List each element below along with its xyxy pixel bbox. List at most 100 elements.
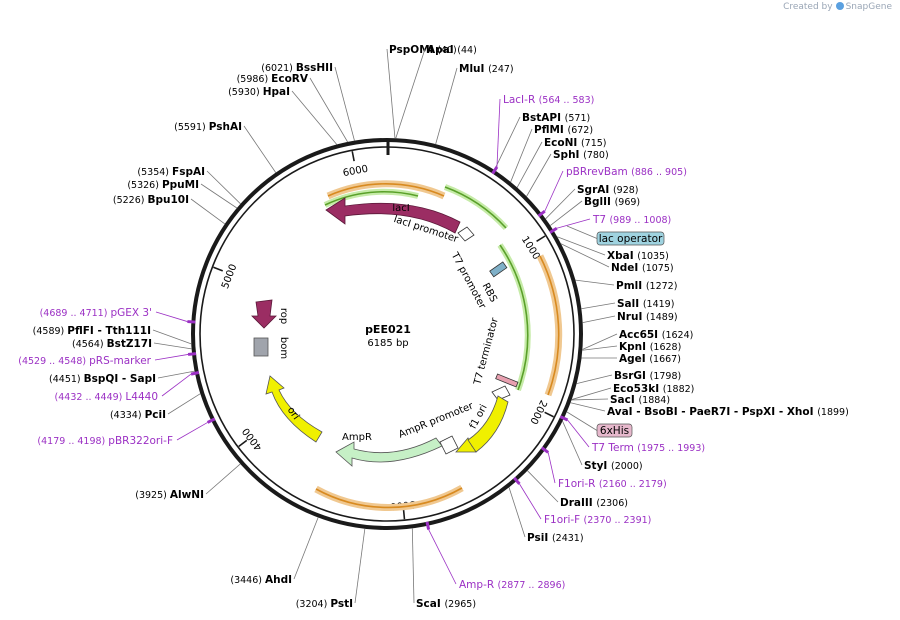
primer-range: (4179 .. 4198) (37, 436, 108, 447)
site-name: FspAI (172, 166, 205, 178)
site-position: (3925) (135, 490, 170, 501)
site-name: SacI (610, 394, 638, 406)
site-bpu10i[interactable]: (5226) Bpu10I (113, 194, 226, 225)
site-saci[interactable]: SacI (1884) (571, 394, 670, 406)
site-name: HpaI (263, 86, 290, 98)
site-nrui[interactable]: NruI (1489) (582, 311, 678, 323)
primer-range: (4432 .. 4449) (55, 392, 126, 403)
site-text: NdeI (1075) (611, 262, 674, 274)
site-alwni[interactable]: (3925) AlwNI (135, 463, 241, 501)
site-position: (3204) (296, 599, 331, 610)
site-hpai[interactable]: (5930) HpaI (228, 86, 338, 145)
primer-l4440[interactable]: (4432 .. 4449) L4440 (55, 371, 200, 403)
site-text: EcoNI (715) (544, 137, 607, 149)
green-arc-lacI-line (444, 186, 507, 229)
site-eco53ki[interactable]: Eco53kI (1882) (571, 383, 695, 400)
site-position: (247) (488, 64, 514, 75)
site-text: SacI (1884) (610, 394, 670, 406)
site-name: KpnI (619, 341, 650, 353)
site-pflfi-tth111i[interactable]: (4589) PflFI - Tth111I (33, 325, 192, 345)
badge-6xhis[interactable]: 6xHis (566, 411, 633, 438)
site-position: (5354) (137, 167, 172, 178)
primer-leader (428, 529, 457, 585)
primer-laci-r[interactable]: LacI-R (564 .. 583) (491, 94, 595, 175)
primer-pgex-3[interactable]: (4689 .. 4711) pGEX 3' (40, 307, 196, 324)
site-sgrai[interactable]: SgrAI (928) (545, 184, 639, 220)
ruler-tick-2000 (544, 411, 554, 418)
site-leader (157, 370, 195, 379)
primer-text: (4432 .. 4449) L4440 (55, 391, 158, 403)
site-xbai[interactable]: XbaI (1035) (557, 236, 669, 262)
site-name: PmlI (616, 280, 646, 292)
primer-bind-mark (540, 446, 550, 454)
site-sali[interactable]: SalI (1419) (581, 298, 674, 310)
site-pspomi[interactable]: PspOMI (40) (386, 44, 457, 139)
primer-name: T7 Term (591, 442, 637, 454)
feature-shapes (251, 197, 519, 467)
site-apai[interactable]: ApaI (44) (395, 44, 477, 139)
site-text: SalI (1419) (617, 298, 674, 310)
site-sphi[interactable]: SphI (780) (526, 149, 609, 197)
site-bspqi-sapi[interactable]: (4451) BspQI - SapI (49, 370, 195, 385)
site-mlui[interactable]: MluI (247) (435, 63, 514, 145)
site-econi[interactable]: EcoNI (715) (516, 137, 607, 188)
primer-range: (2370 .. 2391) (584, 515, 652, 526)
site-leader (435, 67, 458, 145)
site-psii[interactable]: PsiI (2431) (508, 487, 584, 544)
site-fspai[interactable]: (5354) FspAI (137, 166, 241, 205)
site-text: (6021) BssHII (261, 62, 333, 74)
primer-leader (544, 170, 564, 212)
site-bsshii[interactable]: (6021) BssHII (261, 62, 355, 141)
primer-leader (556, 218, 591, 229)
primer-pbr322ori-f[interactable]: (4179 .. 4198) pBR322ori-F (37, 417, 216, 447)
primer-amp-r[interactable]: Amp-R (2877 .. 2896) (425, 521, 565, 591)
site-avai-bsobi-paer7i-pspxi-xhoi[interactable]: AvaI - BsoBI - PaeR7I - PspXI - XhoI (18… (570, 402, 849, 418)
site-ppumi[interactable]: (5326) PpuMI (127, 179, 238, 209)
site-text: StyI (2000) (584, 460, 643, 472)
primer-t7[interactable]: T7 (989 .. 1008) (549, 214, 671, 234)
site-leader (562, 421, 583, 466)
site-styi[interactable]: StyI (2000) (562, 421, 643, 472)
site-bstapi[interactable]: BstAPI (571) (494, 112, 590, 171)
primer-pbrrevbam[interactable]: pBRrevBam (886 .. 905) (537, 166, 687, 218)
site-kpni[interactable]: KpnI (1628) (582, 341, 681, 353)
site-bstz17i[interactable]: (4564) BstZ17I (72, 338, 192, 350)
site-name: PsiI (527, 532, 552, 544)
site-pmli[interactable]: PmlI (1272) (575, 279, 678, 292)
site-name: Bpu10I (147, 194, 189, 206)
site-name: EcoNI (544, 137, 581, 149)
site-draiii[interactable]: DraIII (2306) (527, 470, 628, 509)
site-bglii[interactable]: BglII (969) (550, 196, 640, 226)
site-leader (575, 279, 615, 286)
t7-terminator-shape (495, 373, 519, 388)
site-agei[interactable]: AgeI (1667) (581, 353, 681, 365)
site-acc65i[interactable]: Acc65I (1624) (582, 329, 693, 350)
primer-t7-term[interactable]: T7 Term (1975 .. 1993) (559, 415, 705, 454)
site-position: (5930) (228, 87, 263, 98)
primer-bind-mark (425, 521, 431, 530)
site-psti[interactable]: (3204) PstI (296, 528, 366, 610)
primer-text: (4529 .. 4548) pRS-marker (18, 355, 151, 367)
primer-f1ori-f[interactable]: F1ori-F (2370 .. 2391) (513, 476, 652, 526)
site-text: (4451) BspQI - SapI (49, 373, 156, 385)
site-ecorv[interactable]: (5986) EcoRV (237, 73, 348, 143)
site-pshai[interactable]: (5591) PshAI (174, 121, 277, 173)
site-pcii[interactable]: (4334) PciI (110, 393, 201, 421)
orange-arc-bottom-line (315, 487, 463, 509)
site-pflmi[interactable]: PflMI (672) (510, 124, 593, 183)
site-position: (1272) (646, 281, 678, 292)
primer-leader (176, 422, 208, 441)
site-position: (4451) (49, 374, 84, 385)
primer-f1ori-r[interactable]: F1ori-R (2160 .. 2179) (540, 446, 667, 490)
badge-box (596, 423, 633, 438)
primer-prs-marker[interactable]: (4529 .. 4548) pRS-marker (18, 352, 197, 367)
site-leader (550, 200, 583, 226)
site-ndei[interactable]: NdeI (1075) (560, 243, 674, 274)
site-scai[interactable]: ScaI (2965) (411, 528, 476, 610)
site-ahdi[interactable]: (3446) AhdI (230, 517, 319, 586)
badge-lac-operator[interactable]: lac operator (566, 225, 665, 246)
site-position: (3446) (230, 575, 265, 586)
site-name: PshAI (209, 121, 242, 133)
site-bsrgi[interactable]: BsrGI (1798) (576, 370, 682, 384)
